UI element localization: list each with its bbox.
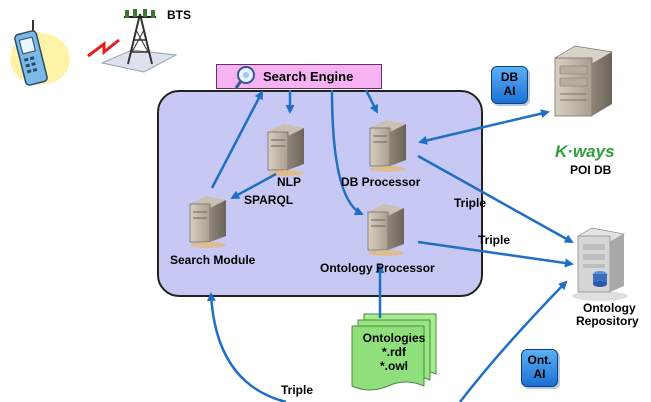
triple-bottom-label: Triple [281, 383, 314, 397]
ontologies-line1: Ontologies [362, 331, 426, 345]
bts-label: BTS [167, 8, 191, 22]
search-engine-label: Search Engine [263, 69, 354, 84]
kways-logo: K·ways [555, 142, 615, 161]
ont-ai-button[interactable]: Ont. AI [521, 349, 558, 387]
db-ai-line2: AI [503, 84, 516, 98]
ont-ai-line1: Ont. [527, 353, 552, 367]
triple-ontology-label: Triple [478, 233, 511, 247]
ontologies-text: Ontologies *.rdf *.owl [362, 331, 426, 373]
search-module-server-icon [189, 196, 226, 248]
search-module-label: Search Module [170, 253, 256, 267]
nlp-server-icon [267, 124, 304, 176]
db-ai-line1: DB [500, 70, 519, 84]
arrows [206, 89, 574, 402]
ontology-processor-label: Ontology Processor [320, 261, 435, 275]
poi-db-label: POI DB [570, 163, 612, 177]
db-processor-label: DB Processor [341, 175, 421, 189]
ont-ai-line2: AI [533, 367, 546, 381]
poi-db-server-icon [553, 45, 614, 117]
ontology-repository-label-1: Ontology [583, 301, 636, 315]
sparql-label: SPARQL [244, 193, 294, 207]
ontologies-line2: *.rdf [382, 345, 406, 359]
ontology-repository-label-2: Repository [576, 314, 639, 328]
nlp-label: NLP [277, 175, 301, 189]
mobile-phone-icon [10, 20, 70, 86]
ontologies-documents-icon [351, 313, 437, 391]
magnifier-icon [234, 66, 255, 89]
ontology-repository-server-icon [572, 227, 628, 301]
triple-db-label: Triple [454, 196, 487, 210]
db-ai-button[interactable]: DB AI [491, 66, 528, 104]
wireless-lightning-icon [87, 38, 120, 58]
db-processor-server-icon [369, 120, 406, 172]
ontology-processor-server-icon [367, 204, 404, 256]
ontologies-line3: *.owl [379, 359, 408, 373]
bts-tower-icon [100, 9, 178, 73]
